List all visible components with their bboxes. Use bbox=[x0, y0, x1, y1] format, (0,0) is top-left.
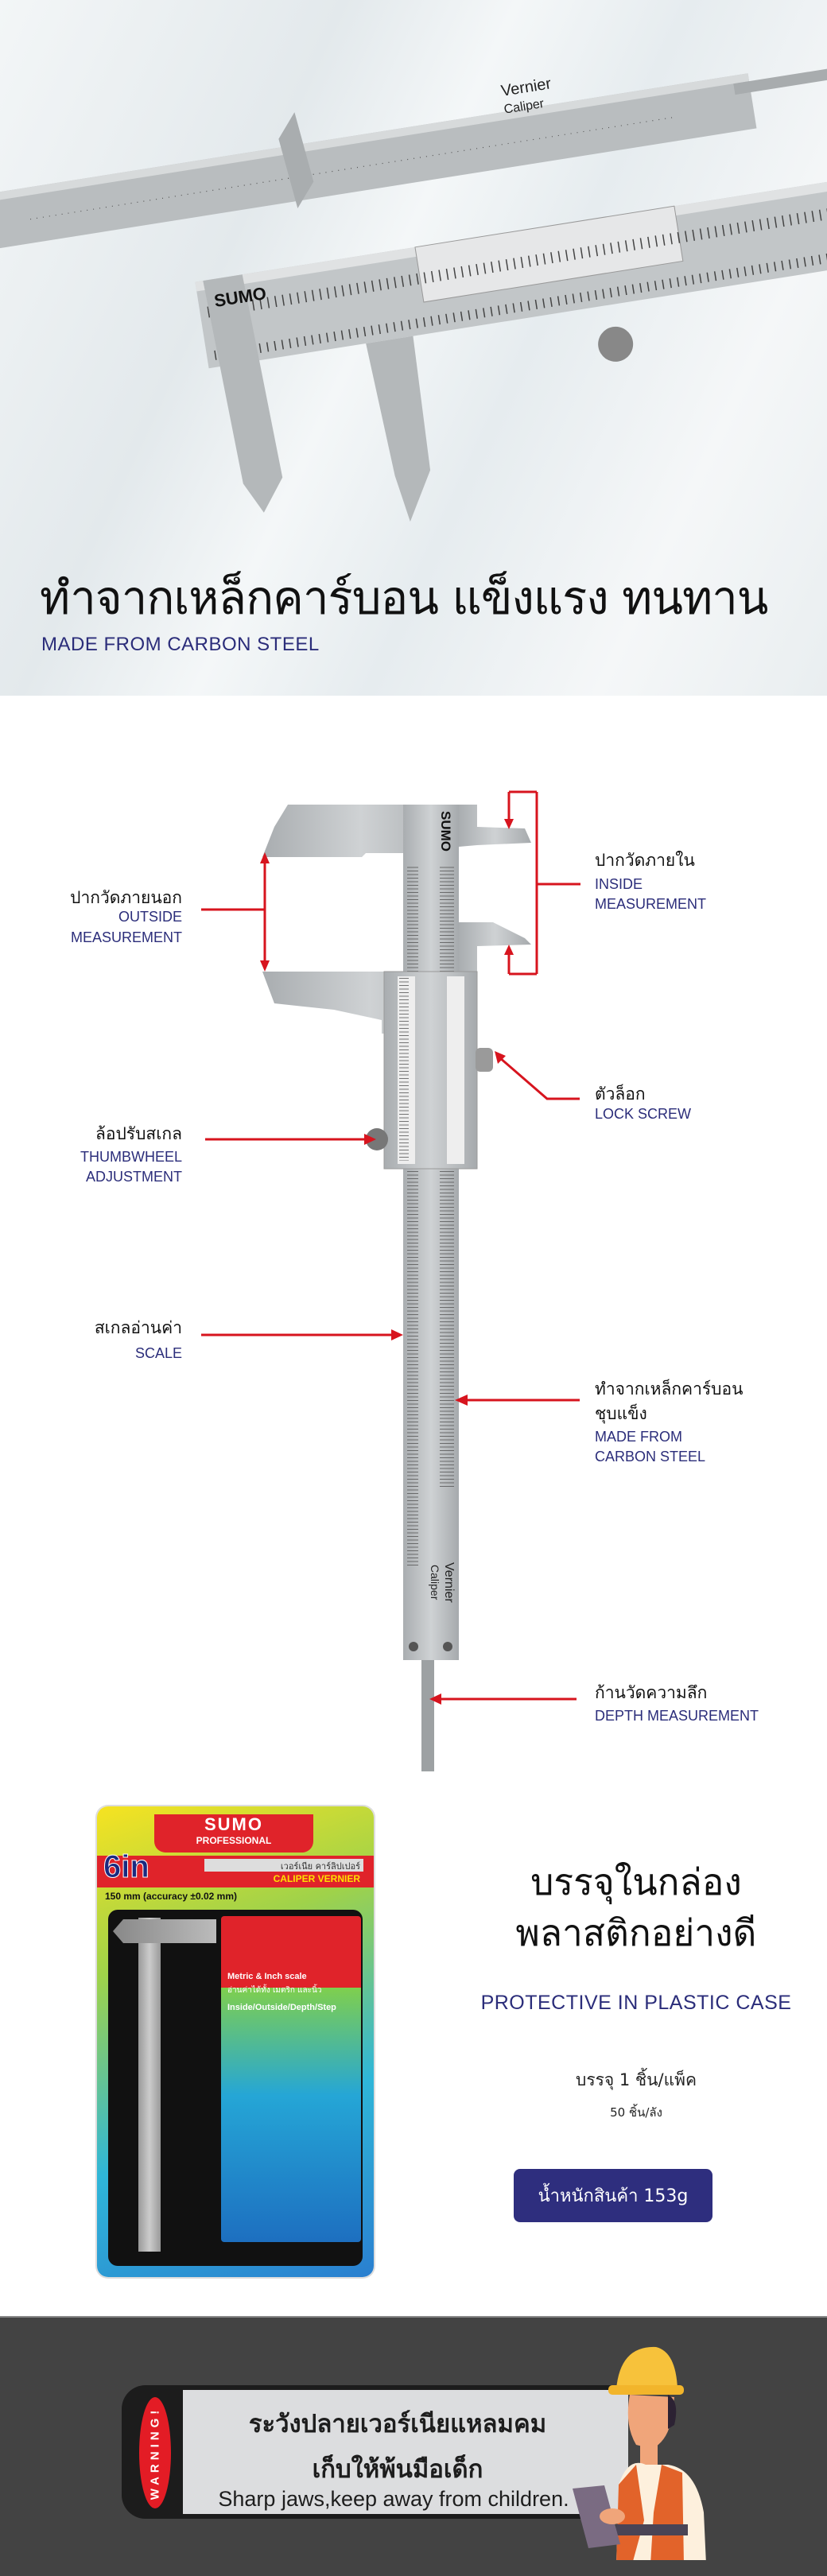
pack-title: บรรจุในกล่อง พลาสติกอย่างดี bbox=[445, 1856, 827, 1958]
moving-inside-jaw bbox=[459, 922, 531, 972]
package-read-en: Metric & Inch scale bbox=[227, 1972, 307, 1981]
label-carbon-th-2: ชุบแข็ง bbox=[595, 1404, 647, 1423]
pack-quantity: บรรจุ 1 ชิ้น/แพ็ค bbox=[575, 2070, 697, 2089]
package-size: 6in bbox=[103, 1849, 150, 1885]
pack-title-line-2: พลาสติกอย่างดี bbox=[515, 1911, 757, 1954]
box-quantity: 50 ชิ้น/ลัง bbox=[610, 2105, 662, 2120]
package-spec: 150 mm (accuracy ±0.02 mm) bbox=[105, 1891, 238, 1902]
label-inside-th: ปากวัดภายใน bbox=[595, 851, 695, 870]
label-scale-en: SCALE bbox=[134, 1345, 182, 1361]
label-carbon-en-2: CARBON STEEL bbox=[595, 1449, 706, 1465]
label-depth-th: ก้านวัดความลึก bbox=[595, 1683, 708, 1702]
warning-badge-text: WARNING! bbox=[148, 2406, 162, 2500]
weight-badge: น้ำหนักสินค้า 153g bbox=[514, 2169, 712, 2222]
label-thumb-en: THUMBWHEEL bbox=[80, 1149, 182, 1165]
hero-subtitle: MADE FROM CARBON STEEL bbox=[41, 634, 320, 655]
warning-line-2: เก็บให้พ้นมือเด็ก bbox=[312, 2455, 483, 2484]
pack-subtitle: PROTECTIVE IN PLASTIC CASE bbox=[480, 1992, 792, 2014]
label-lock-th: ตัวล็อก bbox=[595, 1084, 646, 1104]
caliper-hero-image: Vernier Caliper SUMO bbox=[0, 66, 827, 522]
lock-screw bbox=[476, 1048, 493, 1072]
label-carbon-en: MADE FROM bbox=[595, 1429, 682, 1445]
warning-panel bbox=[183, 2390, 628, 2514]
beam-label-caliper: Caliper bbox=[429, 1565, 441, 1600]
caliper-diagram: SUMO Vernier Caliper bbox=[201, 790, 580, 1771]
label-depth-en: DEPTH MEASUREMENT bbox=[595, 1708, 759, 1724]
label-inside-en-2: MEASUREMENT bbox=[595, 896, 707, 912]
thumbwheel bbox=[366, 1128, 388, 1150]
label-outside-en: OUTSIDE bbox=[118, 909, 182, 925]
hero-section: Vernier Caliper SUMO ทำจากเหล็กคาร์บอน แ… bbox=[0, 0, 827, 696]
package-uses: Inside/Outside/Depth/Step bbox=[227, 2003, 336, 2012]
pack-title-line-1: บรรจุในกล่อง bbox=[530, 1860, 742, 1903]
label-carbon-th: ทำจากเหล็กคาร์บอน bbox=[595, 1379, 744, 1399]
beam-brand: SUMO bbox=[438, 811, 453, 852]
label-outside-th: ปากวัดภายนอก bbox=[70, 888, 182, 907]
label-thumb-en-2: ADJUSTMENT bbox=[86, 1169, 182, 1185]
package-name-th: เวอร์เนีย คาร์ลิปเปอร์ bbox=[204, 1859, 363, 1872]
package-brand: SUMO bbox=[204, 1814, 263, 1834]
package-name-en: CALIPER VERNIER bbox=[273, 1873, 360, 1884]
hero-title: ทำจากเหล็กคาร์บอน แข็งแรง ทนทาน bbox=[40, 571, 768, 625]
beam-label-vernier: Vernier bbox=[442, 1562, 456, 1603]
label-outside-en-2: MEASUREMENT bbox=[70, 929, 182, 945]
warning-line-1: ระวังปลายเวอร์เนียแหลมคม bbox=[248, 2410, 547, 2438]
label-thumb-th: ล้อปรับสเกล bbox=[95, 1124, 182, 1143]
warning-line-3: Sharp jaws,keep away from children. bbox=[218, 2487, 569, 2511]
worker-illustration bbox=[573, 2346, 706, 2560]
depth-rod bbox=[421, 1660, 434, 1771]
label-lock-en: LOCK SCREW bbox=[595, 1106, 692, 1122]
package-read-th: อ่านค่าได้ทั้ง เมตริก และนิ้ว bbox=[227, 1986, 322, 1995]
fixed-inside-jaw bbox=[459, 805, 531, 847]
label-scale-th: สเกลอ่านค่า bbox=[94, 1318, 182, 1337]
package-line: PROFESSIONAL bbox=[196, 1835, 272, 1846]
package-image: SUMO PROFESSIONAL 6in เวอร์เนีย คาร์ลิปเ… bbox=[97, 1806, 374, 2277]
warning-badge-text-wrap: WARNING! bbox=[139, 2397, 171, 2508]
warning-badge bbox=[139, 2397, 171, 2508]
label-inside-en: INSIDE bbox=[595, 876, 643, 892]
